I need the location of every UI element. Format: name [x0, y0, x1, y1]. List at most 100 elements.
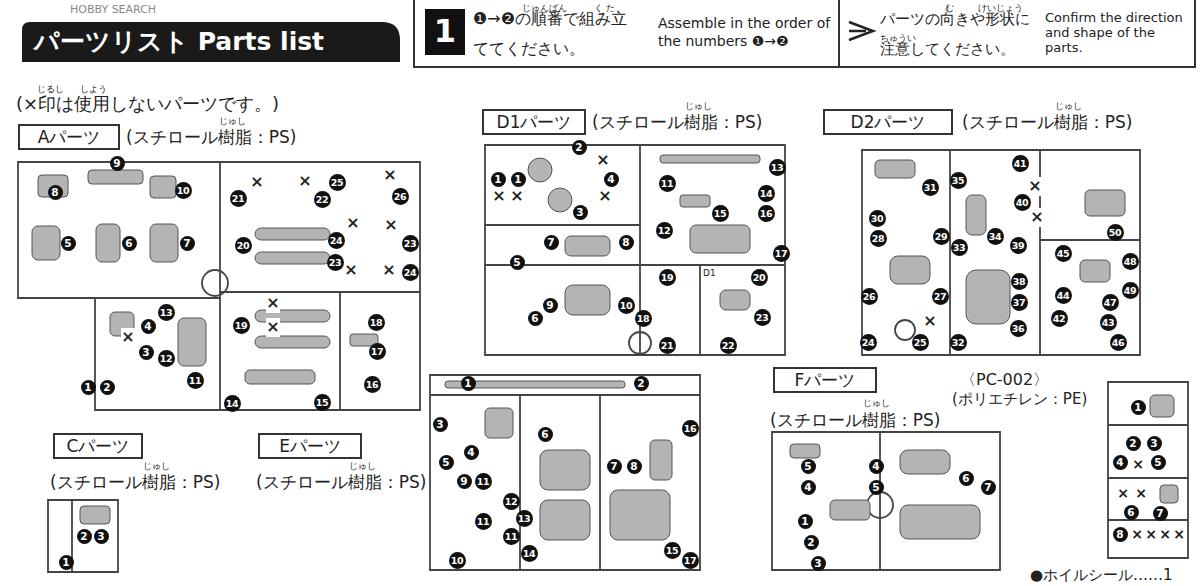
callout-number: 5 [801, 459, 816, 474]
note-text: (スチロール樹脂：PS) [256, 472, 426, 492]
callout-number: 36 [1010, 320, 1027, 337]
note-text: ●ホイルシール……1 [1030, 566, 1173, 584]
callout-number: 19 [233, 317, 250, 334]
unused-mark: × [598, 187, 612, 205]
callout-number: 47 [1102, 294, 1119, 311]
callout-number: 25 [329, 174, 346, 191]
callout-number: 11 [475, 513, 492, 530]
callout-number: 17 [682, 552, 699, 569]
callout-number: 17 [369, 343, 386, 360]
callout-number: 5 [61, 236, 76, 251]
callout-number: 33 [951, 239, 968, 256]
callout-number: 27 [932, 288, 949, 305]
callout-number: 21 [659, 337, 676, 354]
node-subtext: Assemble in the order of the numbers ❶→❷ [658, 14, 836, 50]
callout-number: 7 [180, 236, 195, 251]
unused-mark: × [344, 261, 358, 279]
callout-number: 16 [758, 205, 775, 222]
callout-number: 9 [110, 156, 125, 171]
callout-number: 23 [327, 254, 344, 271]
note-text: (スチロール樹脂：PS) [126, 127, 296, 147]
callout-number: 44 [1055, 287, 1072, 304]
callout-number: 15 [664, 542, 681, 559]
callout-number: 3 [811, 556, 826, 571]
callout-number: 32 [950, 334, 967, 351]
watermark: HOBBY SEARCH [70, 3, 156, 16]
unused-mark: × [596, 151, 610, 169]
callout-number: 3 [1147, 436, 1162, 451]
callout-number: 20 [235, 237, 252, 254]
callout-number: 22 [314, 191, 331, 208]
callout-number: 28 [870, 230, 887, 247]
parts-label-box: Aパーツ [18, 124, 120, 150]
callout-number: 8 [619, 235, 634, 250]
furigana: けいじょう [978, 3, 1023, 13]
unused-mark: × [510, 187, 524, 205]
callout-number: 6 [122, 236, 137, 251]
callout-number: 23 [754, 309, 771, 326]
callout-number: 41 [1012, 155, 1029, 172]
callout-number: 5 [439, 455, 454, 470]
callout-number: 3 [573, 205, 588, 220]
callout-number: 15 [712, 205, 729, 222]
callout-number: 42 [1051, 310, 1068, 327]
callout-number: 23 [402, 235, 419, 252]
furigana: ちゅうい [880, 33, 916, 43]
callout-number: 48 [1122, 253, 1139, 270]
callout-number: 7 [544, 235, 559, 250]
callout-number: 9 [543, 298, 558, 313]
unused-mark: × [346, 214, 360, 232]
furigana: く た [594, 3, 615, 13]
unused-mark: × [1028, 177, 1042, 195]
callout-number: 7 [981, 480, 996, 495]
callout-number: 6 [1124, 505, 1139, 520]
callout-number: 5 [1151, 455, 1166, 470]
unused-mark: × [382, 261, 396, 279]
callout-number: 8 [1113, 527, 1128, 542]
callout-number: 9 [457, 474, 472, 489]
runner-frames [18, 145, 1188, 572]
callout-number: 46 [1110, 334, 1127, 351]
callout-number: 13 [516, 510, 533, 527]
callout-number: 2 [634, 376, 649, 391]
callout-number: 3 [433, 417, 448, 432]
node-text: Fパーツ [795, 371, 856, 390]
unused-mark: × [1172, 526, 1186, 542]
callout-number: 43 [1100, 314, 1117, 331]
furigana: しよう [80, 84, 107, 94]
callout-number: 12 [503, 493, 520, 510]
unused-mark: × [250, 173, 264, 191]
callout-number: 8 [627, 459, 642, 474]
note-text: 〈PC-002〉 [960, 370, 1049, 389]
callout-number: 38 [1011, 273, 1028, 290]
callout-number: 50 [1107, 224, 1124, 241]
node-text: D1パーツ [497, 113, 572, 132]
header-tab [22, 22, 400, 62]
callout-number: 4 [604, 172, 619, 187]
unused-mark: × [1134, 485, 1148, 501]
step-number: 1 [425, 9, 465, 55]
node-text: 1 [434, 14, 456, 49]
unused-mark: × [1030, 208, 1044, 226]
callout-number: 34 [987, 228, 1004, 245]
callout-number: 13 [769, 159, 786, 176]
step-box: ❶→❷の順番で組み立ててください。Assemble in the order o… [413, 0, 840, 68]
callout-number: 5 [869, 480, 884, 495]
furigana: じゅし [685, 101, 712, 111]
callout-number: 10 [618, 297, 635, 314]
callout-number: 20 [751, 269, 768, 286]
furigana: じるし [37, 84, 64, 94]
callout-number: 14 [224, 395, 241, 412]
node-text: Eパーツ [279, 437, 341, 456]
node-text: Aパーツ [38, 128, 101, 147]
callout-number: 4 [464, 445, 479, 460]
unused-mark: × [923, 312, 937, 330]
callout-number: 16 [682, 420, 699, 437]
callout-number: 3 [139, 345, 154, 360]
unused-mark: × [298, 172, 312, 190]
callout-number: 2 [100, 380, 115, 395]
unused-mark: × [1116, 485, 1130, 501]
parts-label-box: D2パーツ [823, 109, 953, 135]
unused-mark: × [1144, 526, 1158, 542]
caution-symbol [849, 22, 873, 40]
